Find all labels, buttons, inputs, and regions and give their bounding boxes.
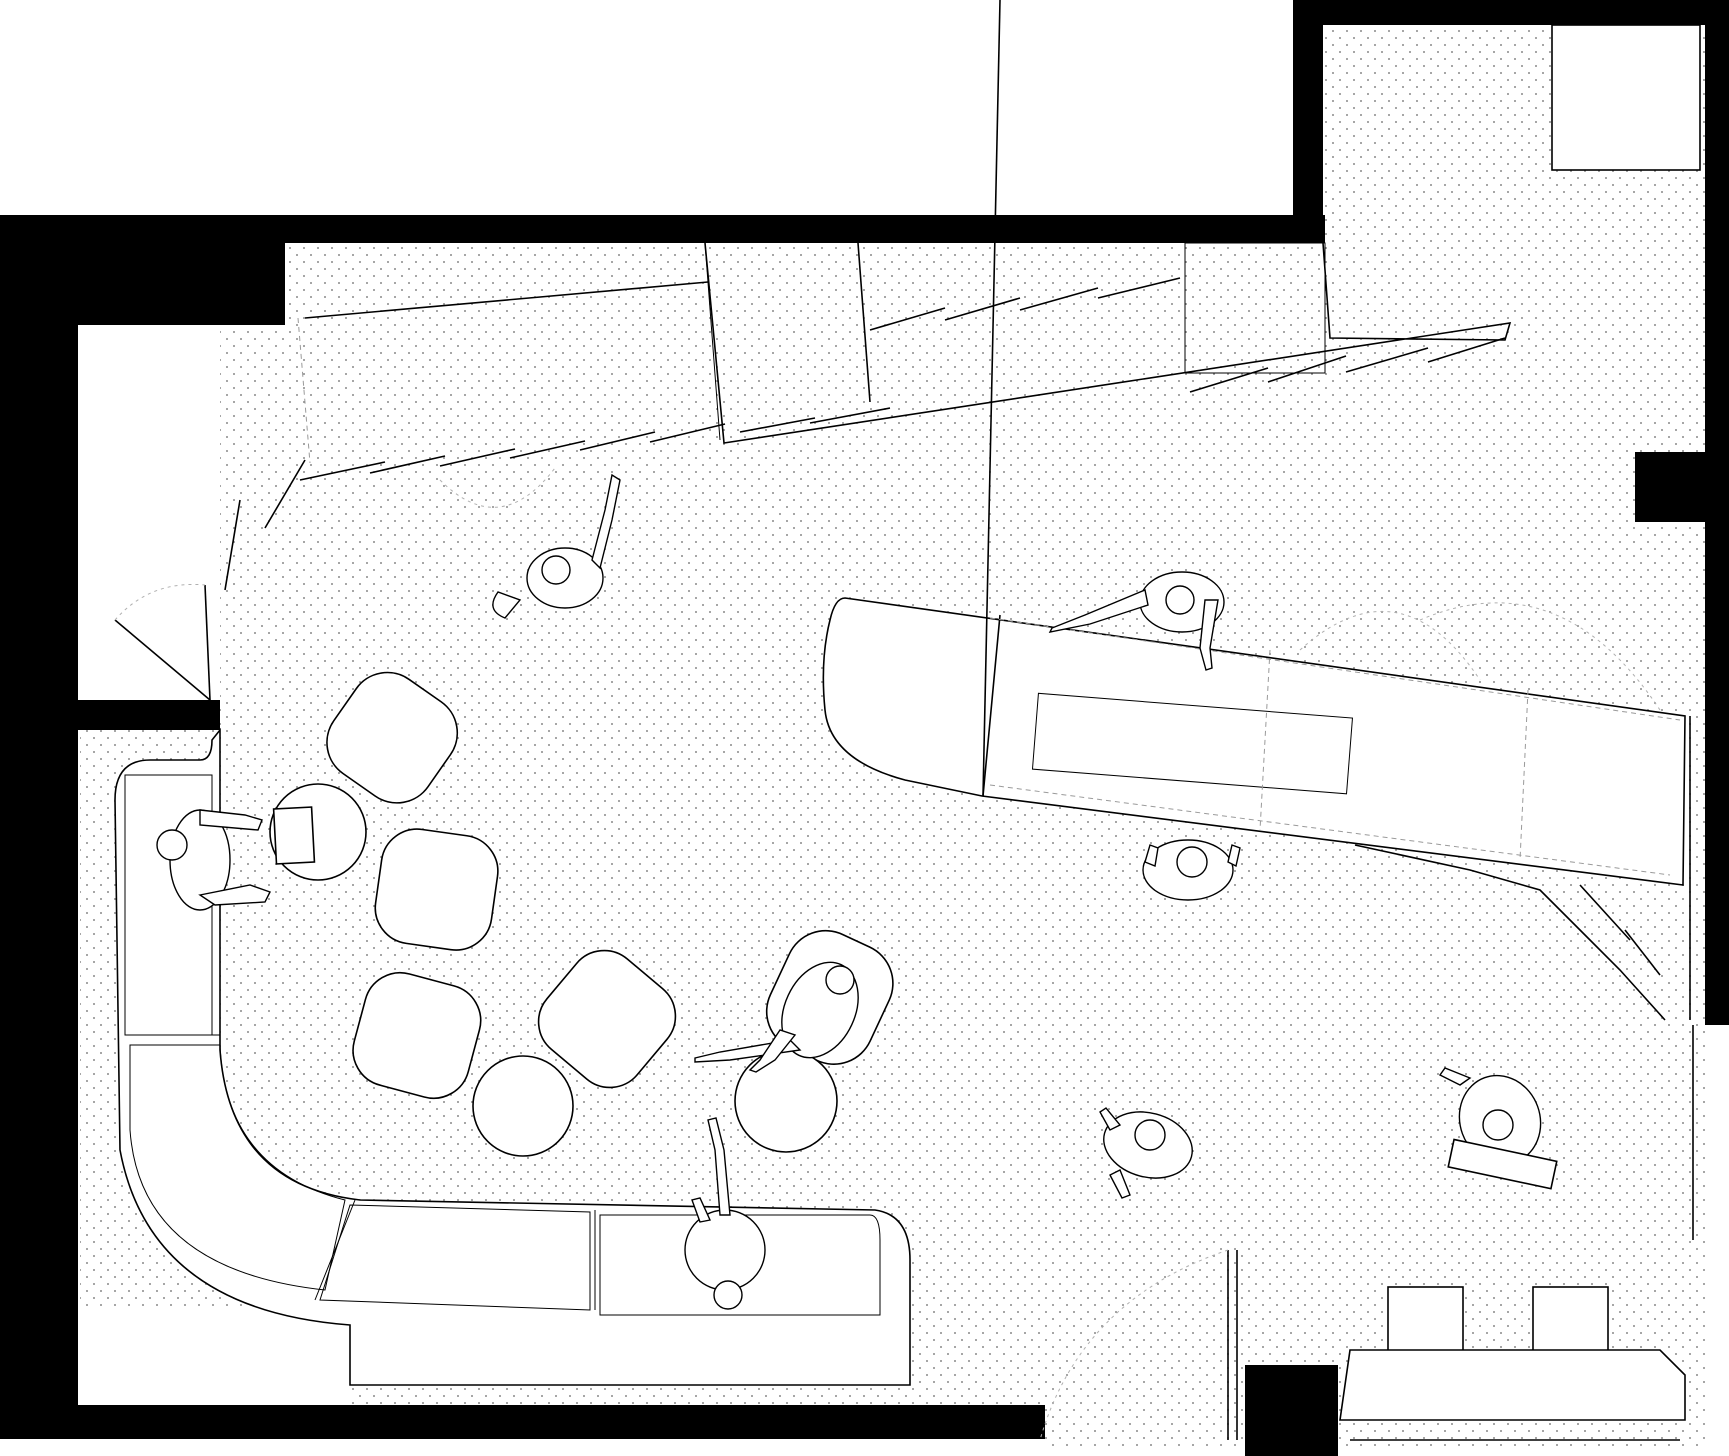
person-figure bbox=[694, 961, 859, 1073]
people bbox=[156, 473, 1558, 1310]
person-figure bbox=[156, 809, 271, 911]
wall-east-top bbox=[1293, 0, 1729, 25]
wall-south-west bbox=[0, 1405, 1045, 1439]
lounge-chair bbox=[326, 671, 459, 804]
lounge-chair bbox=[352, 971, 482, 1100]
person-figure bbox=[1438, 1067, 1558, 1190]
round-table bbox=[472, 1055, 574, 1157]
counter-display bbox=[1031, 692, 1354, 795]
person-figure bbox=[1099, 1107, 1193, 1199]
person-figure bbox=[684, 1117, 766, 1310]
person-figure bbox=[1048, 571, 1225, 671]
partition-panels bbox=[114, 277, 1506, 701]
wall-riser bbox=[1293, 0, 1323, 243]
wall-pier-west bbox=[78, 700, 220, 730]
service-counter bbox=[822, 0, 1691, 1021]
lounge-chair bbox=[537, 949, 677, 1089]
laptop bbox=[272, 806, 316, 865]
bench-southeast bbox=[1339, 1286, 1686, 1421]
person-figure bbox=[1142, 839, 1241, 901]
person-figure bbox=[492, 473, 621, 619]
wall-east-pier bbox=[1635, 452, 1715, 522]
storage-box bbox=[1551, 24, 1701, 171]
wall-west-upper bbox=[0, 215, 78, 705]
round-table bbox=[734, 1049, 838, 1153]
round-tables bbox=[269, 783, 838, 1157]
lounge-chair bbox=[374, 828, 499, 951]
wall-south-pier bbox=[1245, 1365, 1338, 1456]
wall-west-lower bbox=[0, 700, 78, 1410]
glass-partition bbox=[114, 242, 1512, 701]
door-swings bbox=[350, 1025, 1694, 1441]
